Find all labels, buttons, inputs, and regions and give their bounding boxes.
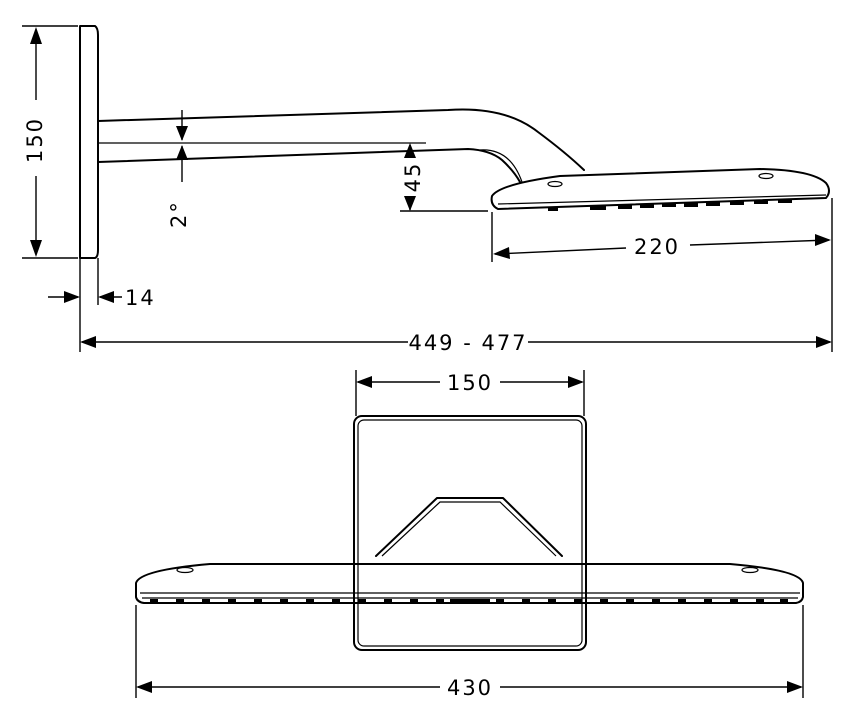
head-side-hole-right xyxy=(758,172,774,180)
shower-head-side xyxy=(490,168,830,210)
flange-thickness-label: 14 xyxy=(125,286,156,310)
head-front-hole-right xyxy=(741,566,759,574)
dim-head-width: 430 xyxy=(135,605,804,700)
shower-arm-lower xyxy=(97,148,521,183)
side-view: 150 14 2° 45 xyxy=(22,25,833,355)
flange-width-label: 150 xyxy=(447,371,493,395)
dim-head-drop: 45 xyxy=(400,143,488,212)
head-length-label: 220 xyxy=(634,235,680,259)
dim-total-projection: 449 - 477 xyxy=(80,331,832,355)
dim-arm-angle: 2° xyxy=(167,110,191,228)
shower-arm xyxy=(97,108,585,171)
head-side-hole-left xyxy=(547,180,563,188)
shower-head-side-bottom xyxy=(497,194,827,205)
head-drop-label: 45 xyxy=(401,162,425,193)
front-view: 150 xyxy=(135,370,804,700)
head-front-hole-left xyxy=(176,566,194,574)
wall-flange-side xyxy=(79,25,99,259)
dim-flange-width: 150 xyxy=(355,370,585,416)
shower-arm-inner xyxy=(479,149,523,183)
side-nozzles xyxy=(548,199,792,211)
arm-angle-label: 2° xyxy=(167,200,191,228)
front-nozzles xyxy=(150,599,788,603)
shower-head-front xyxy=(135,563,804,604)
dim-flange-thickness: 14 xyxy=(48,258,156,352)
dim-head-length: 220 xyxy=(491,198,833,352)
wall-flange-front xyxy=(353,415,587,651)
total-projection-label: 449 - 477 xyxy=(408,331,527,355)
head-width-label: 430 xyxy=(447,676,493,700)
flange-height-label: 150 xyxy=(23,117,47,163)
dim-flange-height: 150 xyxy=(22,25,78,259)
arm-connector-front xyxy=(375,497,563,557)
